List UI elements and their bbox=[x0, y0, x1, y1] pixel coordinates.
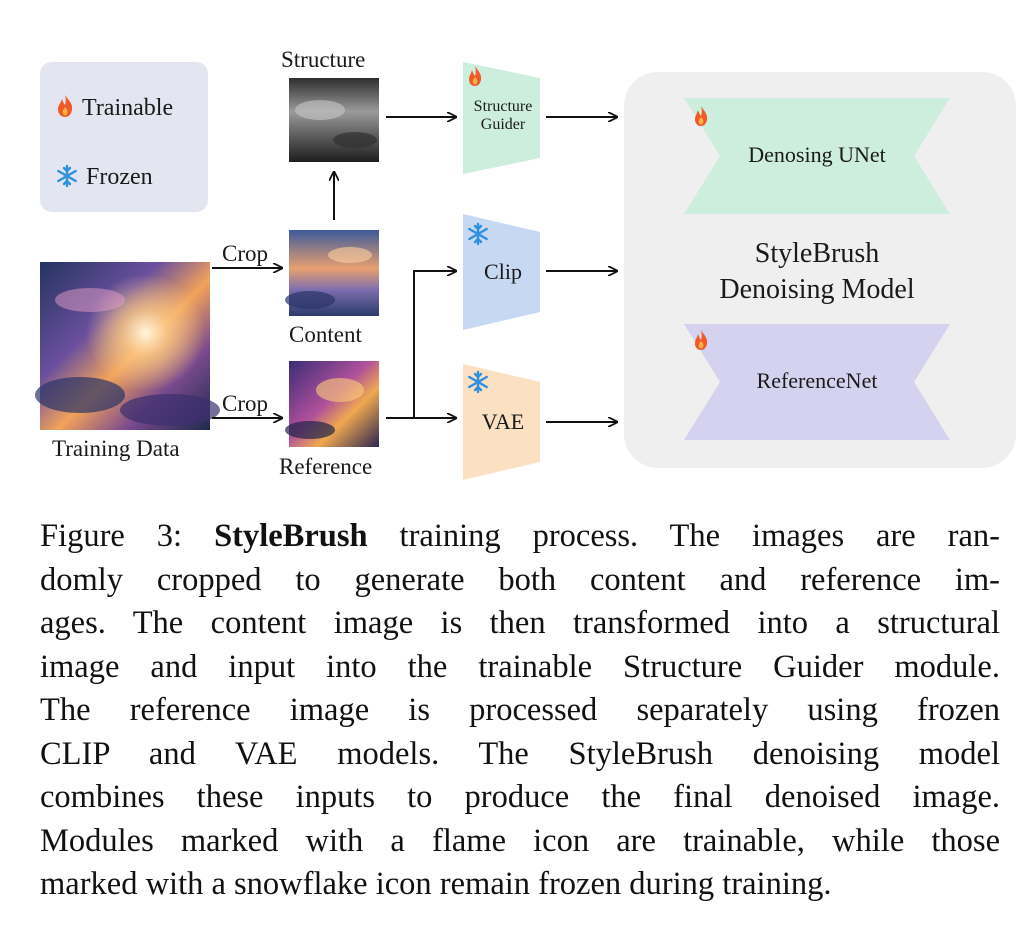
caption-line-2: domly cropped to generate both content a… bbox=[40, 561, 1000, 598]
vae-module bbox=[463, 364, 540, 480]
legend-box: Trainable Frozen bbox=[40, 62, 208, 212]
model-title: StyleBrush Denoising Model bbox=[684, 236, 950, 308]
structure-label: Structure bbox=[281, 47, 366, 72]
legend-trainable-label: Trainable bbox=[82, 95, 174, 121]
snowflake-icon bbox=[468, 222, 488, 246]
snowflake-icon bbox=[57, 164, 77, 188]
referencenet-label: ReferenceNet bbox=[756, 368, 878, 393]
caption-line-5: The reference image is processed separat… bbox=[40, 692, 1000, 728]
structure-image bbox=[289, 78, 379, 162]
structure-guider-label: Structure Guider bbox=[463, 98, 543, 133]
caption-line-1: Figure 3: StyleBrush training process. T… bbox=[40, 515, 1000, 559]
reference-image bbox=[285, 361, 379, 447]
model-title-line2: Denoising Model bbox=[719, 274, 915, 305]
structure-guider-line1: Structure bbox=[473, 98, 533, 115]
denoising-unet-label: Denosing UNet bbox=[748, 142, 886, 167]
figure-caption: Figure 3: StyleBrush training process. T… bbox=[40, 515, 1000, 907]
legend-frozen: Frozen bbox=[56, 164, 153, 191]
legend-frozen-label: Frozen bbox=[86, 164, 153, 190]
caption-line-9: marked with a snowflake icon remain froz… bbox=[40, 866, 832, 902]
training-data-label: Training Data bbox=[52, 436, 180, 461]
caption-line-8: Modules marked with a flame icon are tra… bbox=[40, 822, 1000, 859]
caption-prefix: Figure 3: bbox=[40, 518, 215, 554]
content-label: Content bbox=[289, 322, 362, 347]
model-title-line1: StyleBrush bbox=[754, 238, 880, 269]
caption-line-3: ages. The content image is then transfor… bbox=[40, 605, 1000, 641]
caption-line-7: combines these inputs to produce the fin… bbox=[40, 779, 1000, 815]
flame-icon bbox=[469, 66, 482, 86]
crop-label-bottom: Crop bbox=[222, 391, 268, 416]
vae-label: VAE bbox=[481, 409, 525, 434]
legend-trainable: Trainable bbox=[56, 94, 173, 122]
diagram-canvas bbox=[35, 62, 950, 480]
structure-guider-line2: Guider bbox=[480, 115, 526, 133]
structure-guider-module bbox=[463, 62, 540, 174]
crop-label-top: Crop bbox=[222, 241, 268, 266]
caption-bold: StyleBrush bbox=[214, 518, 368, 554]
flame-icon bbox=[695, 330, 708, 350]
training-data-image bbox=[35, 262, 220, 430]
referencenet-shape bbox=[684, 324, 950, 440]
content-image bbox=[285, 230, 379, 316]
reference-label: Reference bbox=[279, 454, 373, 479]
caption-text-1: training process. The images are ran- bbox=[367, 518, 1000, 554]
clip-label: Clip bbox=[484, 259, 522, 284]
arrow-reference-clip bbox=[413, 271, 456, 418]
caption-line-6: CLIP and VAE models. The StyleBrush deno… bbox=[40, 735, 1000, 772]
caption-line-4: image and input into the trainable Struc… bbox=[40, 648, 1000, 685]
snowflake-icon bbox=[468, 370, 488, 394]
flame-icon bbox=[58, 95, 73, 117]
flame-icon bbox=[695, 106, 708, 126]
denoising-unet-shape bbox=[684, 98, 950, 214]
clip-module bbox=[463, 214, 540, 330]
